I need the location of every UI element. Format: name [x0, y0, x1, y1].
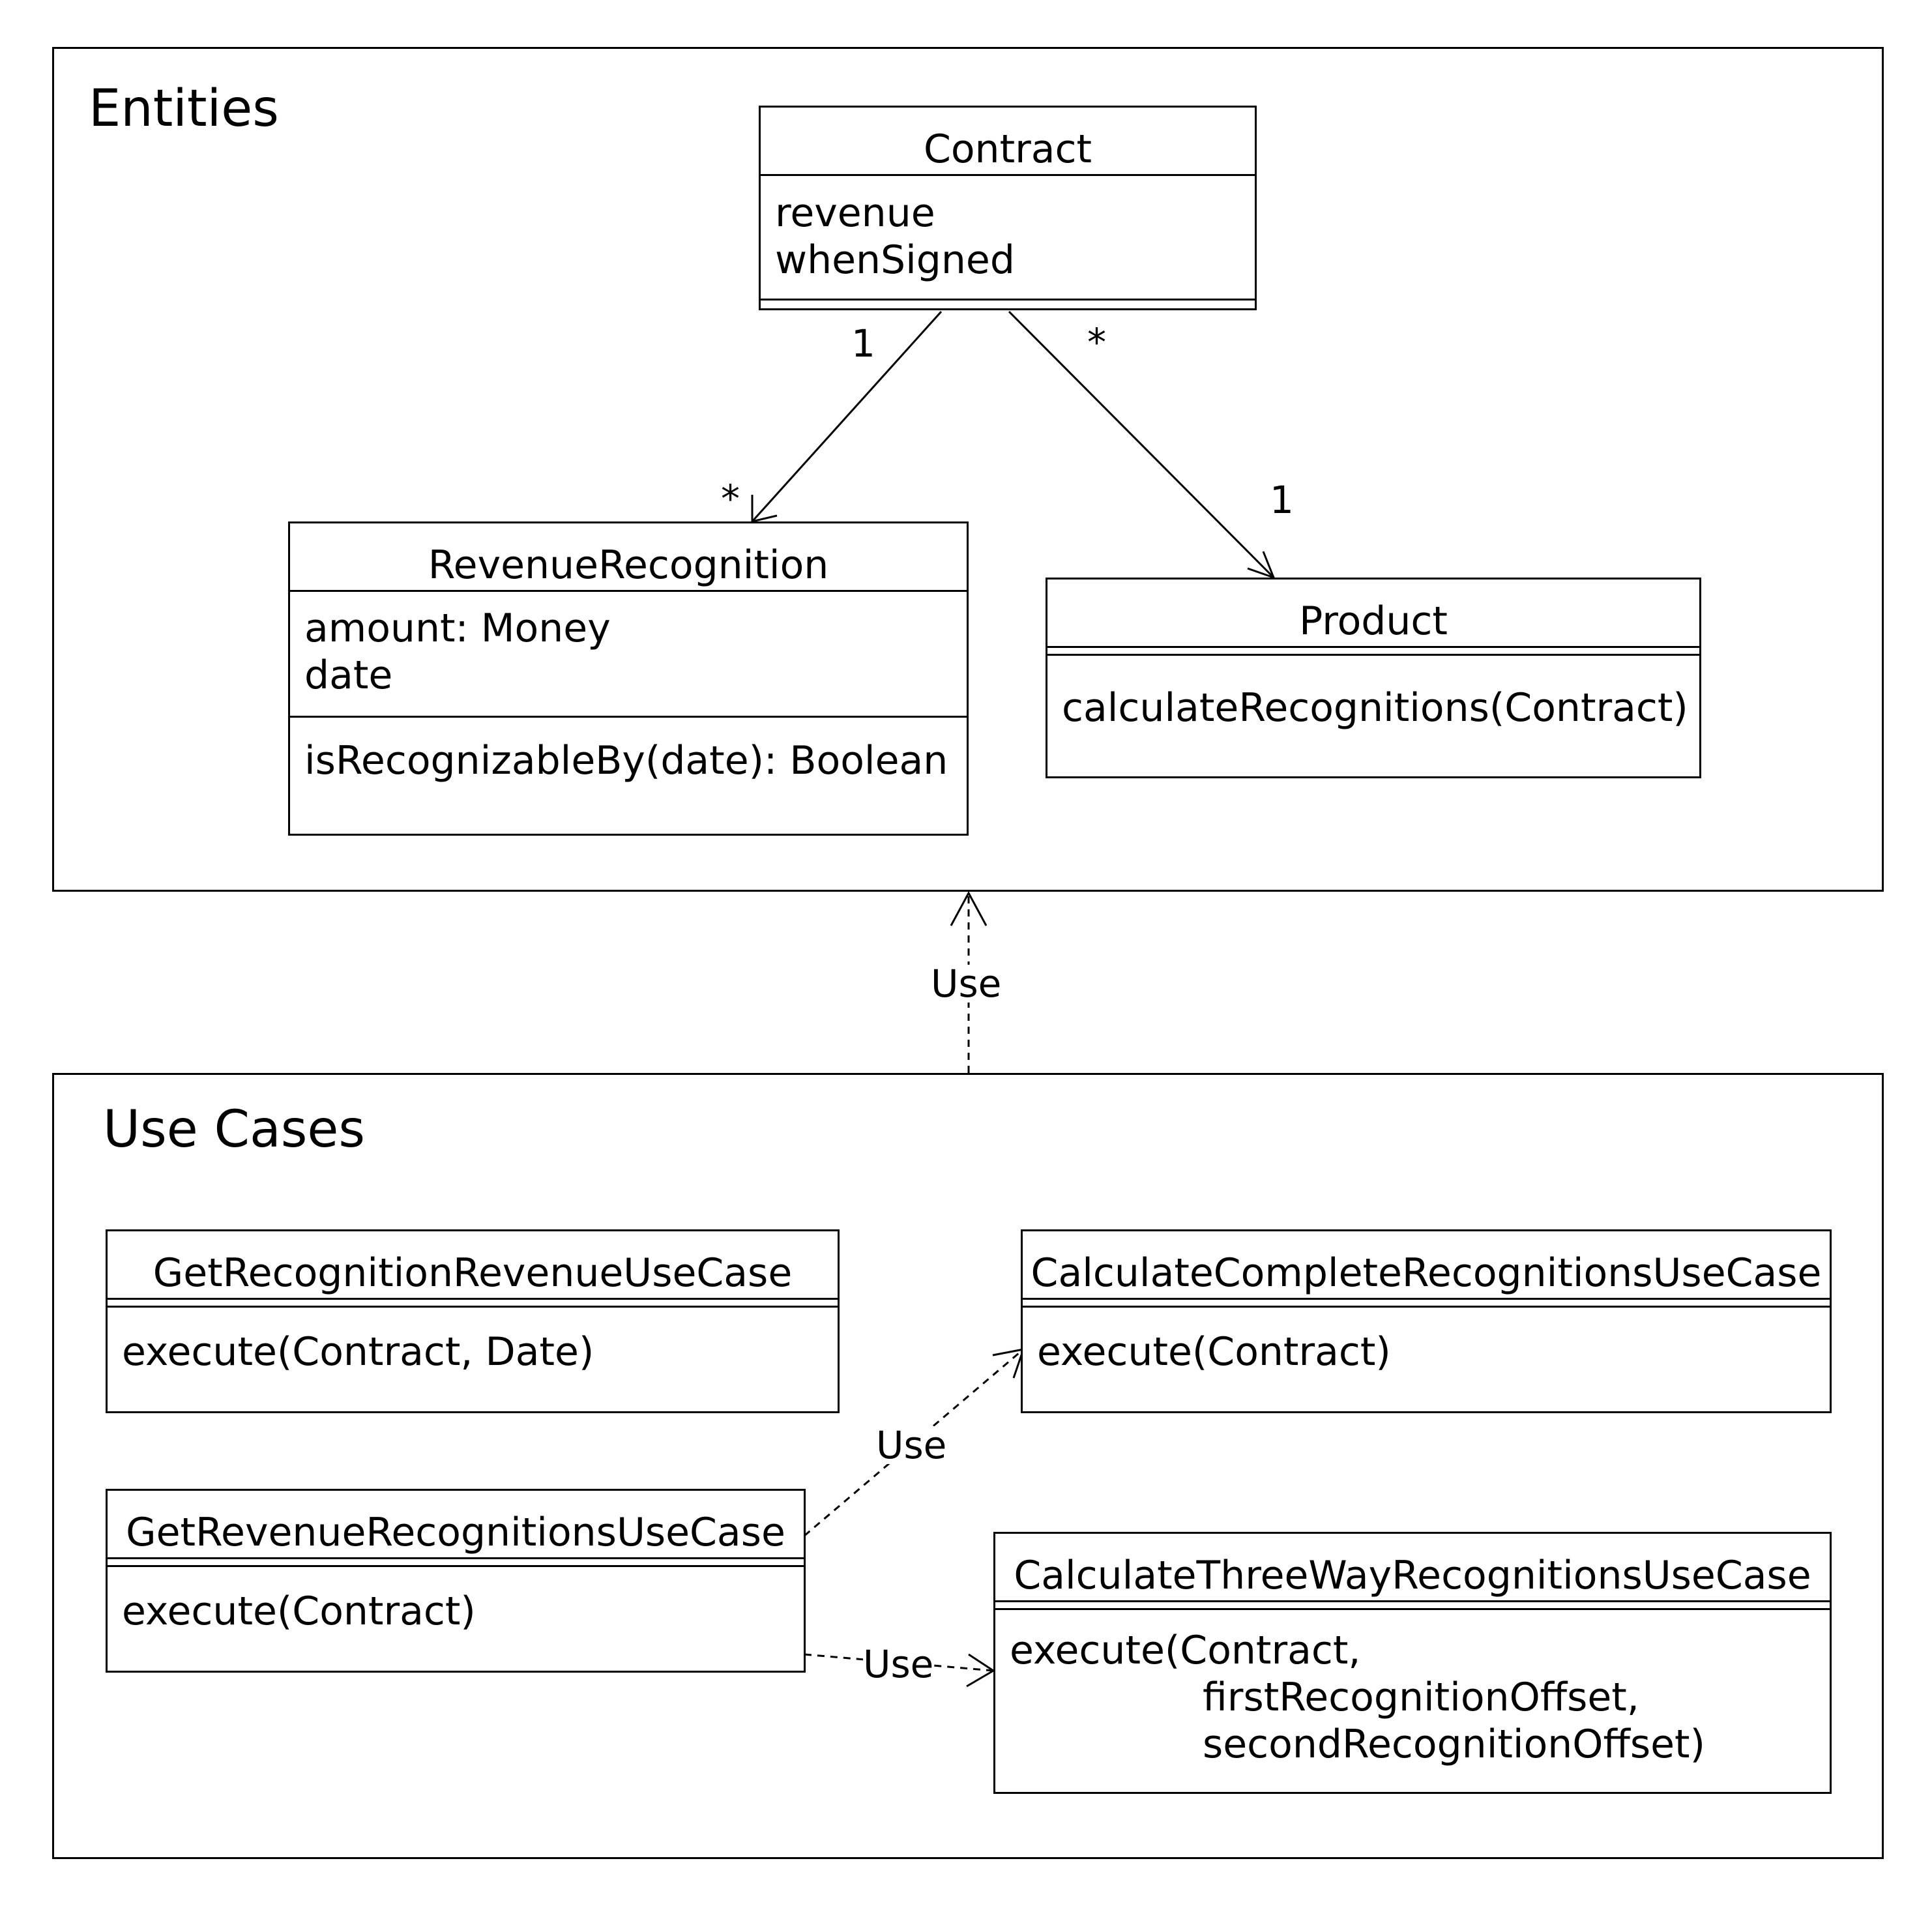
product-operations: calculateRecognitions(Contract): [1047, 656, 1699, 731]
getrevenuerecognitions-class-name: GetRevenueRecognitionsUseCase: [108, 1491, 804, 1559]
use-cases-package-title: Use Cases: [103, 1100, 366, 1159]
revenuerecognition-attributes: amount: Money date: [290, 592, 967, 718]
getrevenuerecognitions-operation: execute(Contract): [122, 1589, 476, 1634]
revenuerecognition-class[interactable]: RevenueRecognition amount: Money date is…: [288, 521, 969, 836]
product-attributes-divider: [1047, 648, 1699, 656]
revenuerecognition-attribute: amount: Money: [304, 606, 611, 651]
contract-product-target-multiplicity: 1: [1270, 478, 1294, 522]
entities-package: [52, 47, 1884, 892]
getrecognitionrevenue-attributes-divider: [108, 1300, 838, 1308]
revenuerecognition-class-name: RevenueRecognition: [290, 523, 967, 592]
revenuerecognition-operations: isRecognizableBy(date): Boolean: [290, 718, 967, 784]
use-cases-package: [52, 1073, 1884, 1859]
dependency-arrowhead-entities: [950, 890, 988, 926]
revenuerecognition-operation: isRecognizableBy(date): Boolean: [304, 738, 948, 784]
getrecognitionrevenue-operation: execute(Contract, Date): [122, 1329, 594, 1375]
association-contract-product: [1008, 310, 1275, 579]
association-contract-revenuerecognition: [751, 310, 943, 523]
getrecognitionrevenue-class-name: GetRecognitionRevenueUseCase: [108, 1231, 838, 1300]
getrevenuerecognitions-operations: execute(Contract): [108, 1567, 804, 1635]
calculatecomplete-operation: execute(Contract): [1037, 1329, 1391, 1375]
calculatecomplete-attributes-divider: [1023, 1300, 1830, 1308]
revenuerecognition-attribute: date: [304, 652, 393, 698]
contract-attribute: whenSigned: [775, 237, 1015, 283]
contract-rr-target-multiplicity: *: [721, 476, 740, 521]
getrevenuerecognitions-attributes-divider: [108, 1559, 804, 1567]
calculatecomplete-usecase-class[interactable]: CalculateCompleteRecognitionsUseCase exe…: [1021, 1229, 1832, 1413]
dependency-to-complete-label: Use: [876, 1423, 947, 1467]
calculatethreeway-operations: execute(Contract, firstRecognitionOffset…: [995, 1610, 1830, 1768]
calculatethreeway-operation-param: firstRecognitionOffset,: [1203, 1675, 1639, 1720]
calculatethreeway-operation: execute(Contract,: [1010, 1628, 1361, 1673]
dependency-to-three-way-label: Use: [863, 1642, 934, 1686]
contract-class[interactable]: Contract revenue whenSigned: [759, 106, 1257, 310]
calculatethreeway-operation-param: secondRecognitionOffset): [1203, 1722, 1705, 1767]
product-class[interactable]: Product calculateRecognitions(Contract): [1046, 578, 1701, 778]
calculatecomplete-operations: execute(Contract): [1023, 1308, 1830, 1375]
contract-rr-source-multiplicity: 1: [851, 321, 875, 366]
getrevenuerecognitions-usecase-class[interactable]: GetRevenueRecognitionsUseCase execute(Co…: [106, 1489, 806, 1673]
calculatethreeway-attributes-divider: [995, 1602, 1830, 1610]
contract-attributes: revenue whenSigned: [761, 176, 1255, 301]
product-operation: calculateRecognitions(Contract): [1062, 685, 1688, 731]
getrecognitionrevenue-usecase-class[interactable]: GetRecognitionRevenueUseCase execute(Con…: [106, 1229, 840, 1413]
entities-package-title: Entities: [89, 80, 279, 138]
getrecognitionrevenue-operations: execute(Contract, Date): [108, 1308, 838, 1375]
product-class-name: Product: [1047, 579, 1699, 648]
package-dependency-label: Use: [931, 961, 1002, 1006]
contract-product-source-multiplicity: *: [1087, 320, 1106, 364]
contract-attribute: revenue: [775, 190, 935, 236]
calculatethreeway-usecase-class[interactable]: CalculateThreeWayRecognitionsUseCase exe…: [993, 1532, 1832, 1794]
contract-class-name: Contract: [761, 108, 1255, 176]
calculatecomplete-class-name: CalculateCompleteRecognitionsUseCase: [1023, 1231, 1830, 1300]
calculatethreeway-class-name: CalculateThreeWayRecognitionsUseCase: [995, 1534, 1830, 1602]
